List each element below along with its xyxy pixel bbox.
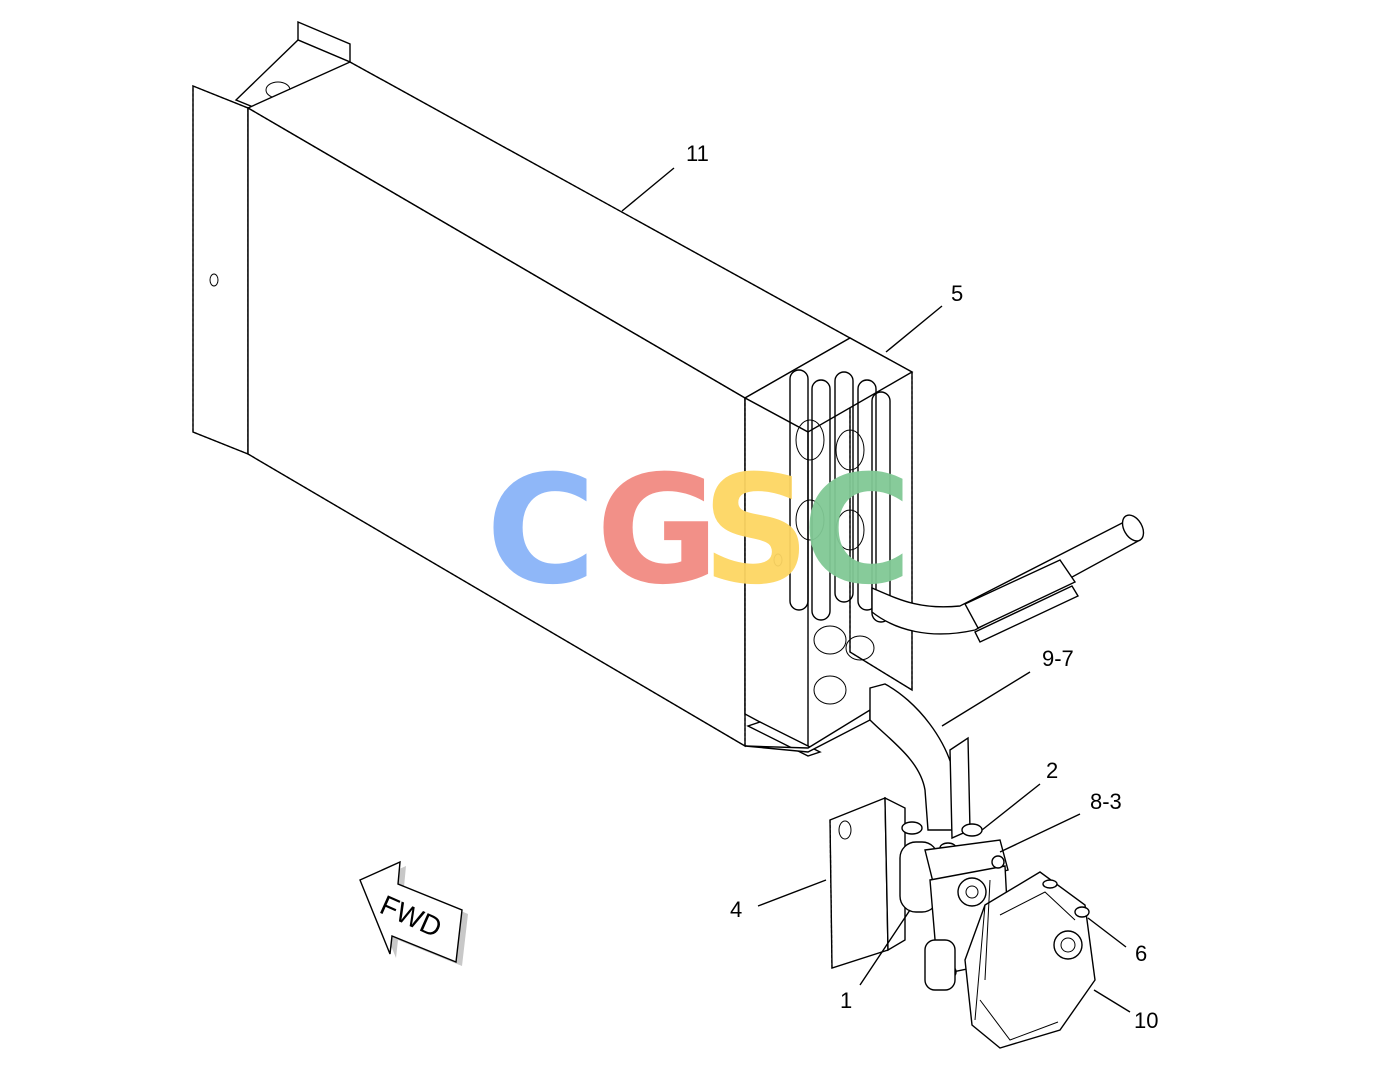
evaporator-core (192, 20, 914, 757)
watermark-letter-c2: C (802, 444, 912, 618)
callout-labels: 11 5 9-7 2 8-3 4 6 1 10 (686, 141, 1158, 1033)
callout-9-7: 9-7 (1042, 646, 1074, 671)
callout-10: 10 (1134, 1008, 1158, 1033)
mounting-bracket (829, 796, 906, 969)
callout-2: 2 (1046, 758, 1058, 783)
inlet-pipe (869, 683, 971, 840)
watermark-letter-c1: C (486, 444, 596, 618)
watermark-letter-s: S (702, 444, 810, 618)
leader-lines (621, 167, 1131, 1013)
callout-6: 6 (1135, 941, 1147, 966)
watermark-logo: C G S C (486, 444, 912, 618)
coil-tubes (773, 369, 891, 705)
callout-5: 5 (951, 281, 963, 306)
callout-8-3: 8-3 (1090, 789, 1122, 814)
callout-11: 11 (686, 141, 709, 166)
arrow-forward-icon: FWD (359, 860, 468, 966)
callout-1: 1 (840, 988, 852, 1013)
valve-assembly (899, 821, 1096, 1049)
outlet-pipe (871, 514, 1145, 643)
callout-4: 4 (730, 897, 742, 922)
watermark-letter-g: G (596, 444, 719, 618)
